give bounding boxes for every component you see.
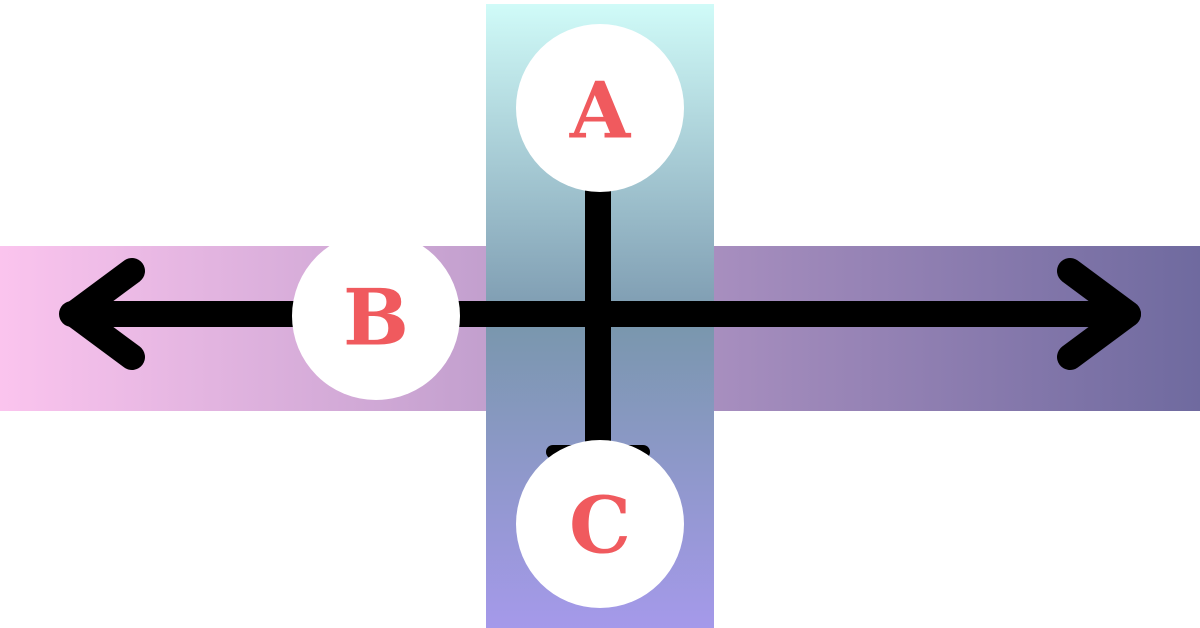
node-b-circle [292, 232, 460, 400]
node-c: C [516, 440, 684, 608]
node-a-circle [516, 24, 684, 192]
node-c-label: C [569, 481, 631, 572]
left-arrowhead [61, 258, 145, 370]
node-b-label: B [343, 273, 409, 364]
node-a-label: A [569, 66, 632, 157]
node-b: B [292, 232, 460, 400]
right-arrowhead [1057, 258, 1141, 370]
node-c-circle [516, 440, 684, 608]
node-a: A [516, 24, 684, 192]
